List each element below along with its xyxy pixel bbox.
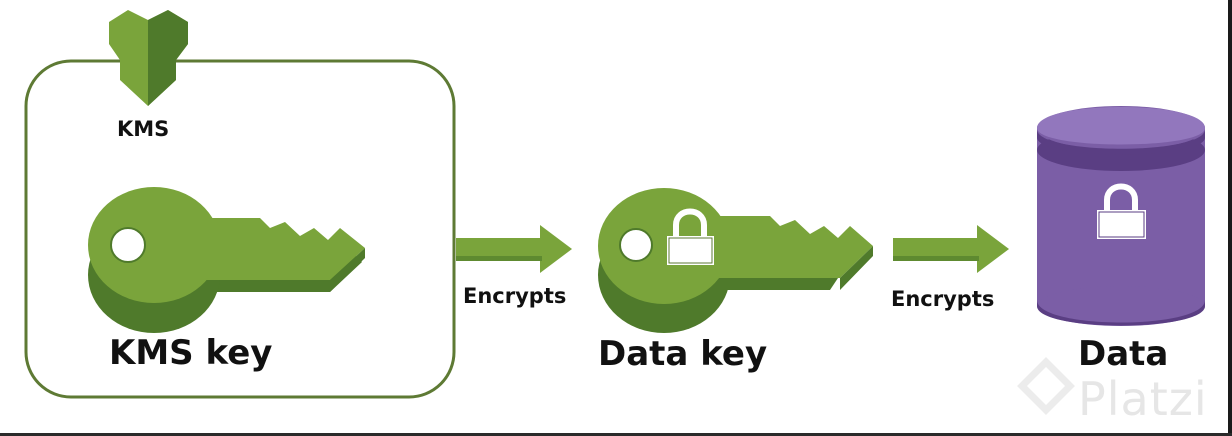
frame-right-edge xyxy=(1228,0,1232,436)
arrow-right-icon xyxy=(456,225,572,273)
kms-shield-icon xyxy=(109,10,188,106)
data-key-label: Data key xyxy=(598,334,768,374)
kms-container-box xyxy=(24,59,456,399)
arrow-right-icon xyxy=(893,225,1009,273)
frame-bottom-edge xyxy=(0,433,1232,436)
padlock-icon xyxy=(1097,183,1146,239)
padlock-icon xyxy=(667,208,714,265)
database-cylinder-icon xyxy=(1037,106,1205,326)
encrypts-label-2: Encrypts xyxy=(891,287,995,311)
platzi-logo-icon xyxy=(1017,357,1075,415)
data-label: Data xyxy=(1078,334,1169,374)
kms-key-label: KMS key xyxy=(109,333,273,373)
kms-key-icon xyxy=(88,187,365,333)
kms-service-label: KMS xyxy=(117,117,170,141)
data-key-icon xyxy=(598,188,873,333)
encrypts-label-1: Encrypts xyxy=(463,284,567,308)
platzi-watermark: Platzi xyxy=(1078,372,1208,426)
